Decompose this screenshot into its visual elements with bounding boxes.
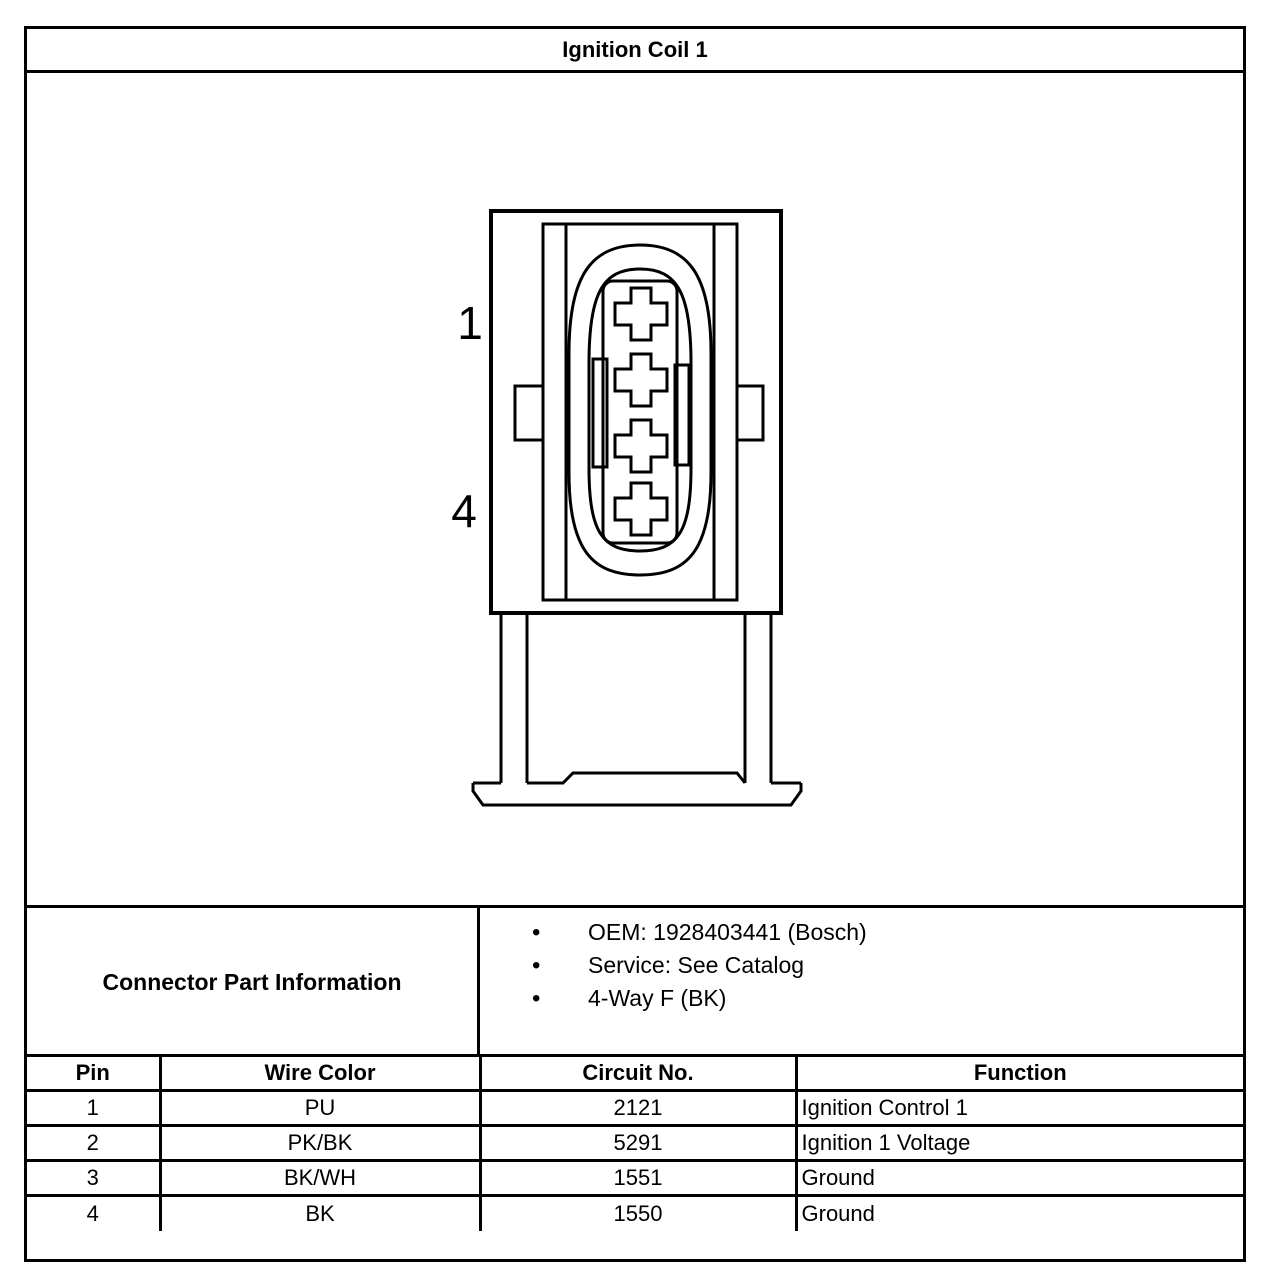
pin-table: Pin Wire Color Circuit No. Function 1 PU…: [27, 1054, 1243, 1231]
cavity-block: [601, 279, 679, 545]
cell-wire-color: PK/BK: [158, 1124, 482, 1162]
cell-wire-color: BK/WH: [158, 1159, 482, 1197]
info-item-oem: OEM: 1928403441 (Bosch): [480, 916, 867, 949]
connector-part-info-label: Connector Part Information: [27, 908, 480, 1057]
cell-function: Ground: [794, 1194, 1243, 1231]
left-key-rib: [591, 357, 609, 469]
cell-pin: 1: [27, 1089, 162, 1127]
right-latch-tab: [735, 384, 765, 442]
cell-function: Ignition Control 1: [794, 1089, 1243, 1127]
header-function: Function: [794, 1054, 1243, 1092]
right-key-rib: [673, 363, 691, 467]
skirt-notch: [527, 771, 747, 785]
connector-base-flange: [471, 783, 803, 807]
header-wire-color: Wire Color: [158, 1054, 482, 1092]
sheet-title: Ignition Coil 1: [27, 29, 1243, 73]
seal-inner: [587, 267, 693, 553]
connector-face-drawing: 1 4: [451, 209, 803, 807]
cell-pin: 3: [27, 1159, 162, 1197]
table-row: 1 PU 2121 Ignition Control 1: [27, 1089, 1243, 1127]
connector-part-info: Connector Part Information OEM: 19284034…: [27, 905, 1243, 1057]
pin-cavity-3: [613, 418, 669, 474]
table-row: 4 BK 1550 Ground: [27, 1194, 1243, 1231]
cell-wire-color: BK: [158, 1194, 482, 1231]
pin-table-header: Pin Wire Color Circuit No. Function: [27, 1054, 1243, 1092]
cell-circuit-no: 5291: [478, 1124, 798, 1162]
cell-pin: 4: [27, 1194, 162, 1231]
connector-housing: [489, 209, 783, 615]
connector-diagram: 1 4: [27, 73, 1243, 907]
connector-sheet: Ignition Coil 1: [24, 26, 1246, 1262]
cell-wire-color: PU: [158, 1089, 482, 1127]
pin-label-1: 1: [457, 297, 483, 349]
cell-circuit-no: 2121: [478, 1089, 798, 1127]
cell-pin: 2: [27, 1124, 162, 1162]
header-pin: Pin: [27, 1054, 162, 1092]
left-latch-tab: [513, 384, 545, 442]
pin-cavity-2: [613, 352, 669, 408]
pin-label-4: 4: [451, 485, 477, 537]
info-item-service: Service: See Catalog: [480, 949, 867, 982]
cell-function: Ignition 1 Voltage: [794, 1124, 1243, 1162]
seal-outer: [567, 243, 713, 577]
pin-cavity-4: [613, 481, 669, 537]
info-item-type: 4-Way F (BK): [480, 982, 867, 1015]
header-circuit-no: Circuit No.: [478, 1054, 798, 1092]
connector-part-info-list: OEM: 1928403441 (Bosch) Service: See Cat…: [480, 916, 867, 1015]
table-row: 3 BK/WH 1551 Ground: [27, 1159, 1243, 1197]
cell-circuit-no: 1551: [478, 1159, 798, 1197]
cell-function: Ground: [794, 1159, 1243, 1197]
pin-cavity-1: [613, 286, 669, 342]
cell-circuit-no: 1550: [478, 1194, 798, 1231]
table-row: 2 PK/BK 5291 Ignition 1 Voltage: [27, 1124, 1243, 1162]
